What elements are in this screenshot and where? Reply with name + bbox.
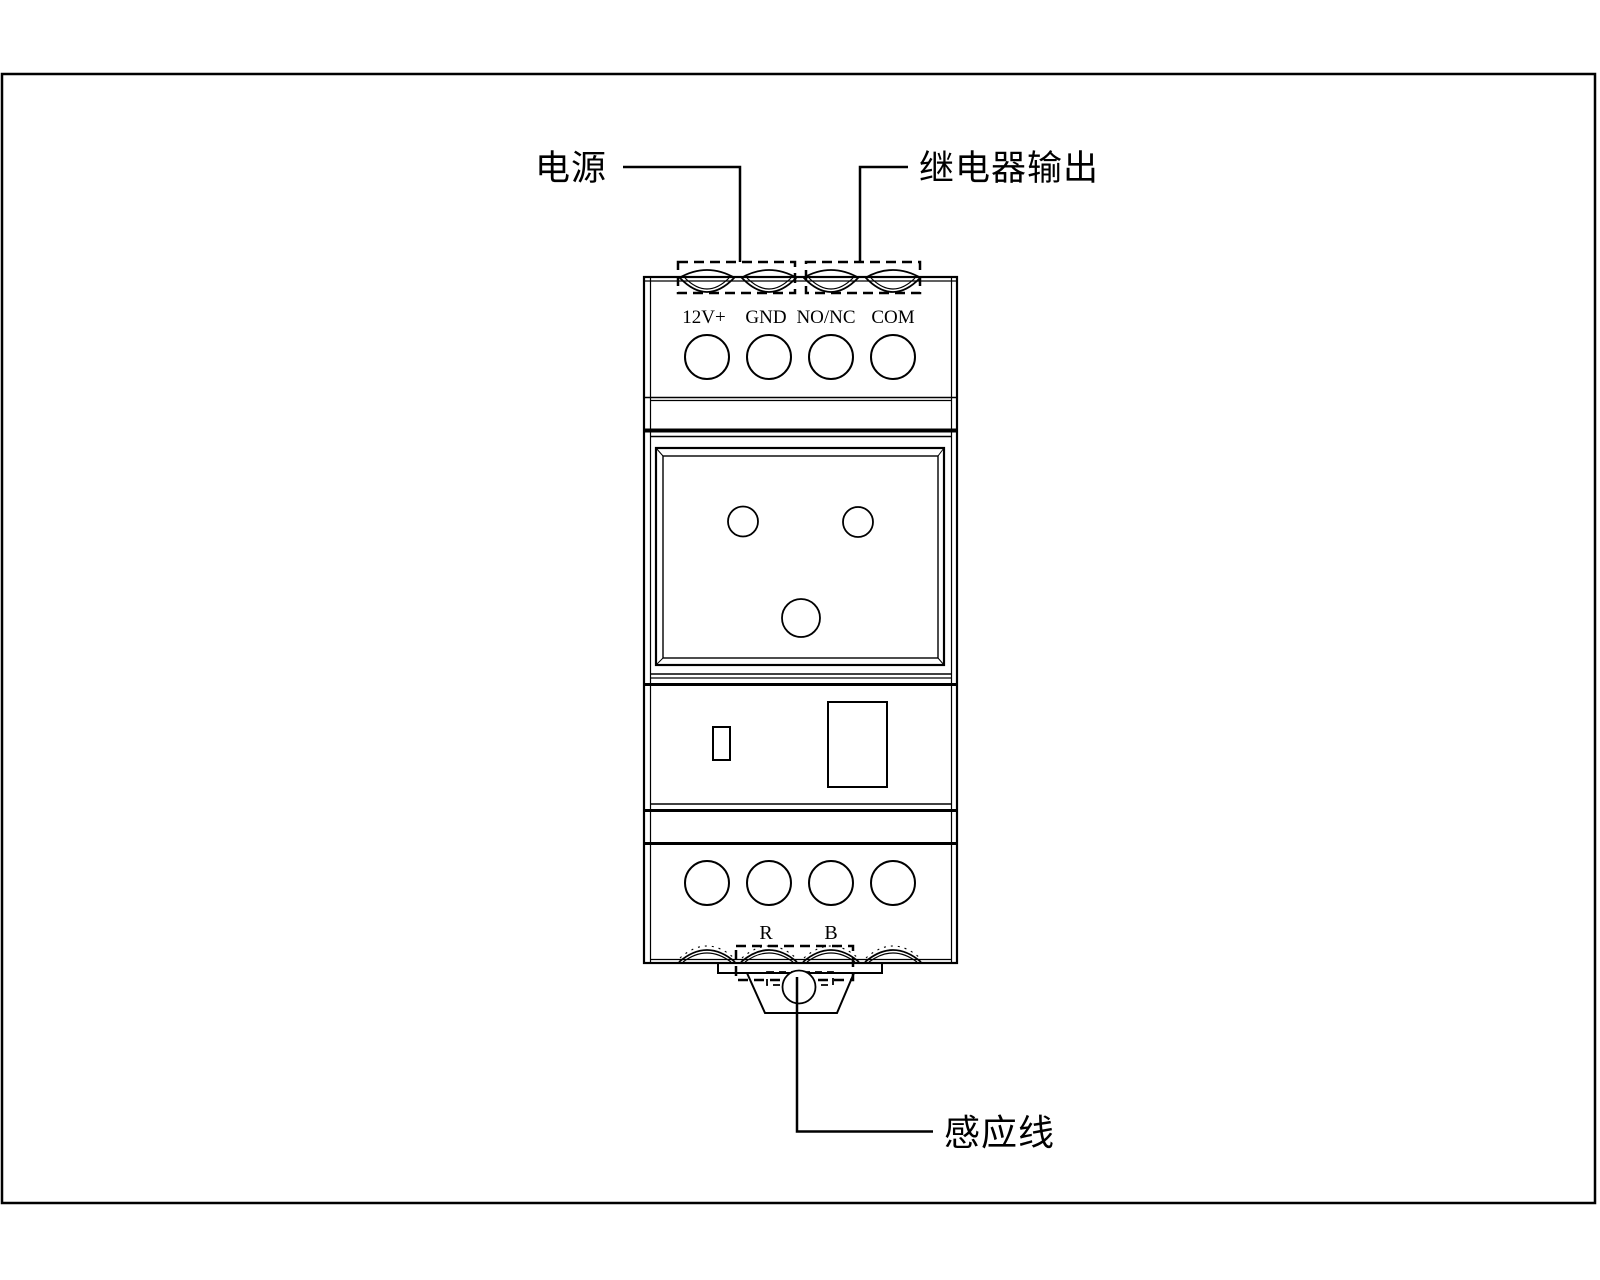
sensor-connector [717,963,883,1014]
callouts: 电源 继电器输出 感应线 [535,149,1099,1153]
front-panel-outer-frame [654,446,946,667]
terminal-label-com: COM [871,307,914,328]
sensor-wire-grommet [781,969,817,1005]
relay-output-label: 继电器输出 [919,149,1099,188]
terminal-label-r: R [759,922,773,944]
connector-trapezoid-outline [746,972,855,1014]
front-panel-inner-frame [662,455,939,659]
page-frame-border [0,72,1597,1205]
front-panel-bevel-corners [655,447,945,666]
indicator-led-right [842,506,874,538]
sensor-lens-hole [781,598,821,638]
top-terminal-labels: 12V+ GND NO/NC COM [682,307,914,328]
sensor-wire-label: 感应线 [944,1113,1055,1153]
relay-terminals-dashed-box [804,260,922,295]
power-label: 电源 [535,149,607,188]
din-rail-module: 12V+ GND NO/NC COM [642,260,959,1014]
power-leader-line [623,165,742,262]
status-led-window [712,726,731,761]
relay-output-leader-line [858,165,908,262]
device-outline [642,275,959,965]
adjust-button-window [827,701,888,788]
device-inner-edges [644,277,957,963]
bottom-terminal-screws [684,860,916,906]
terminal-label-12v: 12V+ [682,307,725,328]
bottom-terminal-labels: R B [759,922,837,944]
terminal-label-nonc: NO/NC [796,307,855,328]
top-terminal-screws [684,334,916,380]
case-section-lines [644,396,957,845]
indicator-led-left [727,505,759,538]
sensor-wire-leader-line [795,977,933,1133]
terminal-label-b: B [824,922,837,944]
terminal-label-gnd: GND [745,307,786,328]
front-panel [654,446,946,667]
power-terminals-dashed-box [676,260,797,295]
